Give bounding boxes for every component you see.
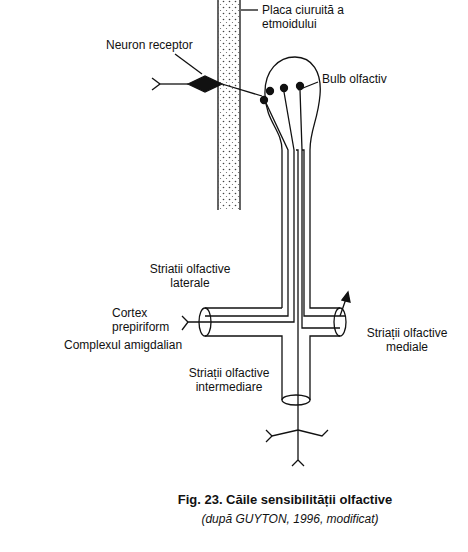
- figure-caption: Fig. 23. Căile sensibilității olfactive: [110, 492, 460, 507]
- lateral-striae-label: Striatii olfactive laterale: [130, 262, 250, 290]
- bulb-label: Bulb olfactiv: [322, 72, 432, 86]
- plate-label: Placa ciuruită a etmoidului: [262, 3, 382, 31]
- cortex-label: Cortex prepiriform: [112, 306, 187, 334]
- amygdala-label: Complexul amigdalian: [64, 338, 194, 352]
- neuron-label: Neuron receptor: [106, 38, 236, 52]
- intermediate-striae-label: Striații olfactive intermediare: [184, 366, 274, 394]
- medial-striae-label: Striații olfactive mediale: [352, 326, 462, 354]
- caption-source: (după GUYTON, 1996, modificat): [140, 512, 440, 526]
